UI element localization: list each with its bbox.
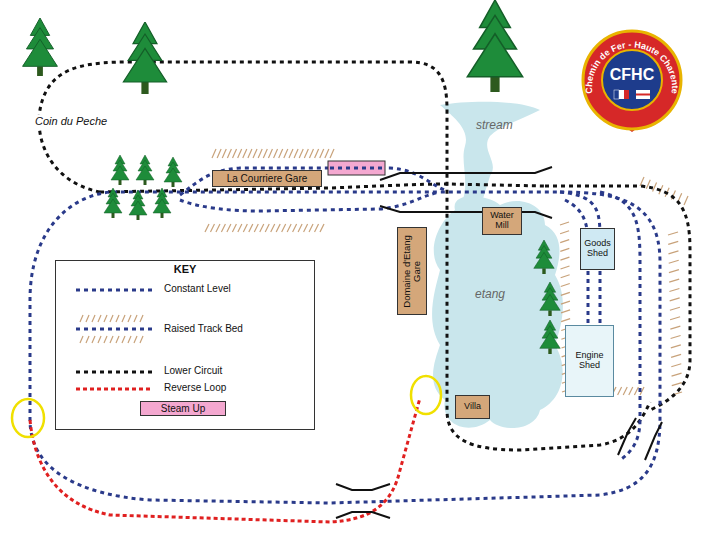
- legend-sample: [72, 281, 162, 311]
- box-label: Goods Shed: [581, 239, 614, 259]
- legend-text: Constant Level: [164, 283, 231, 294]
- legend-sample: [72, 314, 162, 344]
- box-label: La Courriere Gare: [227, 173, 308, 184]
- key-title: KEY: [174, 263, 197, 275]
- map-label: Coin du Peche: [33, 115, 109, 127]
- legend-row: Steam Up: [56, 399, 316, 419]
- map-label: stream: [474, 118, 515, 132]
- station-box: La Courriere Gare: [212, 170, 322, 187]
- legend-text: Steam Up: [161, 403, 205, 414]
- legend-row: Constant Level: [56, 281, 316, 301]
- legend-text: Reverse Loop: [164, 382, 226, 393]
- legend-row: Lower Circuit: [56, 363, 316, 383]
- box-label: Villa: [464, 402, 481, 412]
- logo-initials: CFHC: [580, 66, 684, 84]
- map-label: etang: [473, 287, 507, 301]
- station-box: Domaine d'Etang Gare: [397, 227, 427, 315]
- box-label: Water Mill: [483, 211, 521, 231]
- steam-up-area: [328, 161, 385, 175]
- legend-text: Lower Circuit: [164, 365, 222, 376]
- logo-flags: [614, 90, 650, 99]
- pond: [432, 196, 563, 428]
- logo-badge: Chemin de Fer - Haute CharenteCFHC: [580, 28, 684, 132]
- lower-circuit: [39, 62, 690, 450]
- key-box: KEY Constant LevelRaised Track BedLower C…: [55, 260, 315, 430]
- constant-level: [30, 168, 660, 503]
- junction-marker: [411, 376, 441, 414]
- legend-text: Raised Track Bed: [164, 323, 243, 334]
- shed-box: Engine Shed: [565, 325, 614, 397]
- legend-row: Raised Track Bed: [56, 319, 316, 339]
- box-label: Engine Shed: [566, 351, 613, 371]
- building-box: Villa: [455, 395, 490, 419]
- building-box: Water Mill: [482, 207, 522, 235]
- legend-row: Reverse Loop: [56, 380, 316, 400]
- legend-swatch: Steam Up: [140, 401, 226, 416]
- bridge: [336, 167, 662, 518]
- shed-box: Goods Shed: [580, 228, 615, 270]
- station-name: Domaine d'Etang Gare: [402, 231, 423, 311]
- junction-marker: [12, 399, 44, 437]
